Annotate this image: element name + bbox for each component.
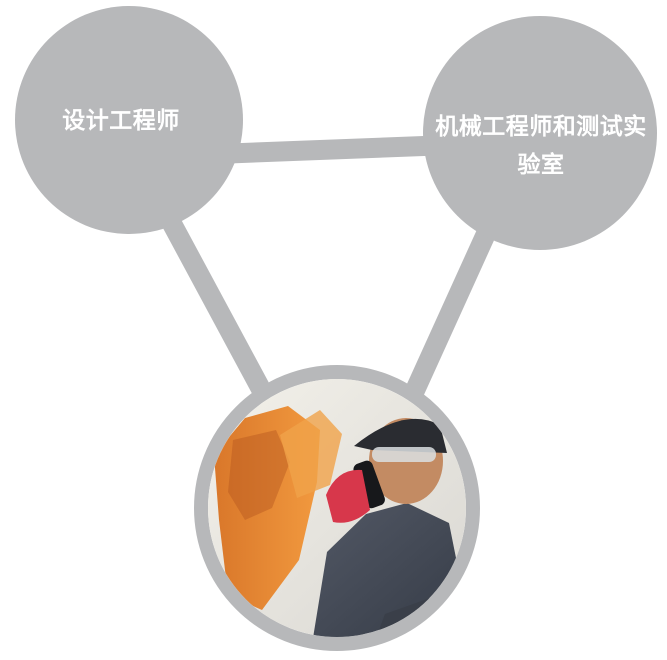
robot-joint-shape [280, 410, 342, 498]
mechanical-engineer-lab-label: 机械工程师和测试实验室 [435, 114, 647, 178]
node-design-engineer [15, 6, 243, 234]
worker-cap-shape [354, 418, 447, 453]
robot-shadow-shape [228, 430, 290, 520]
design-engineer-label: 设计工程师 [62, 108, 180, 134]
node-mechanical-engineer-lab [423, 16, 657, 250]
safety-glasses-shape [372, 447, 436, 462]
connector-right [397, 220, 500, 413]
worker-on-phone-photo [208, 379, 466, 637]
red-glove-shape [326, 469, 370, 523]
